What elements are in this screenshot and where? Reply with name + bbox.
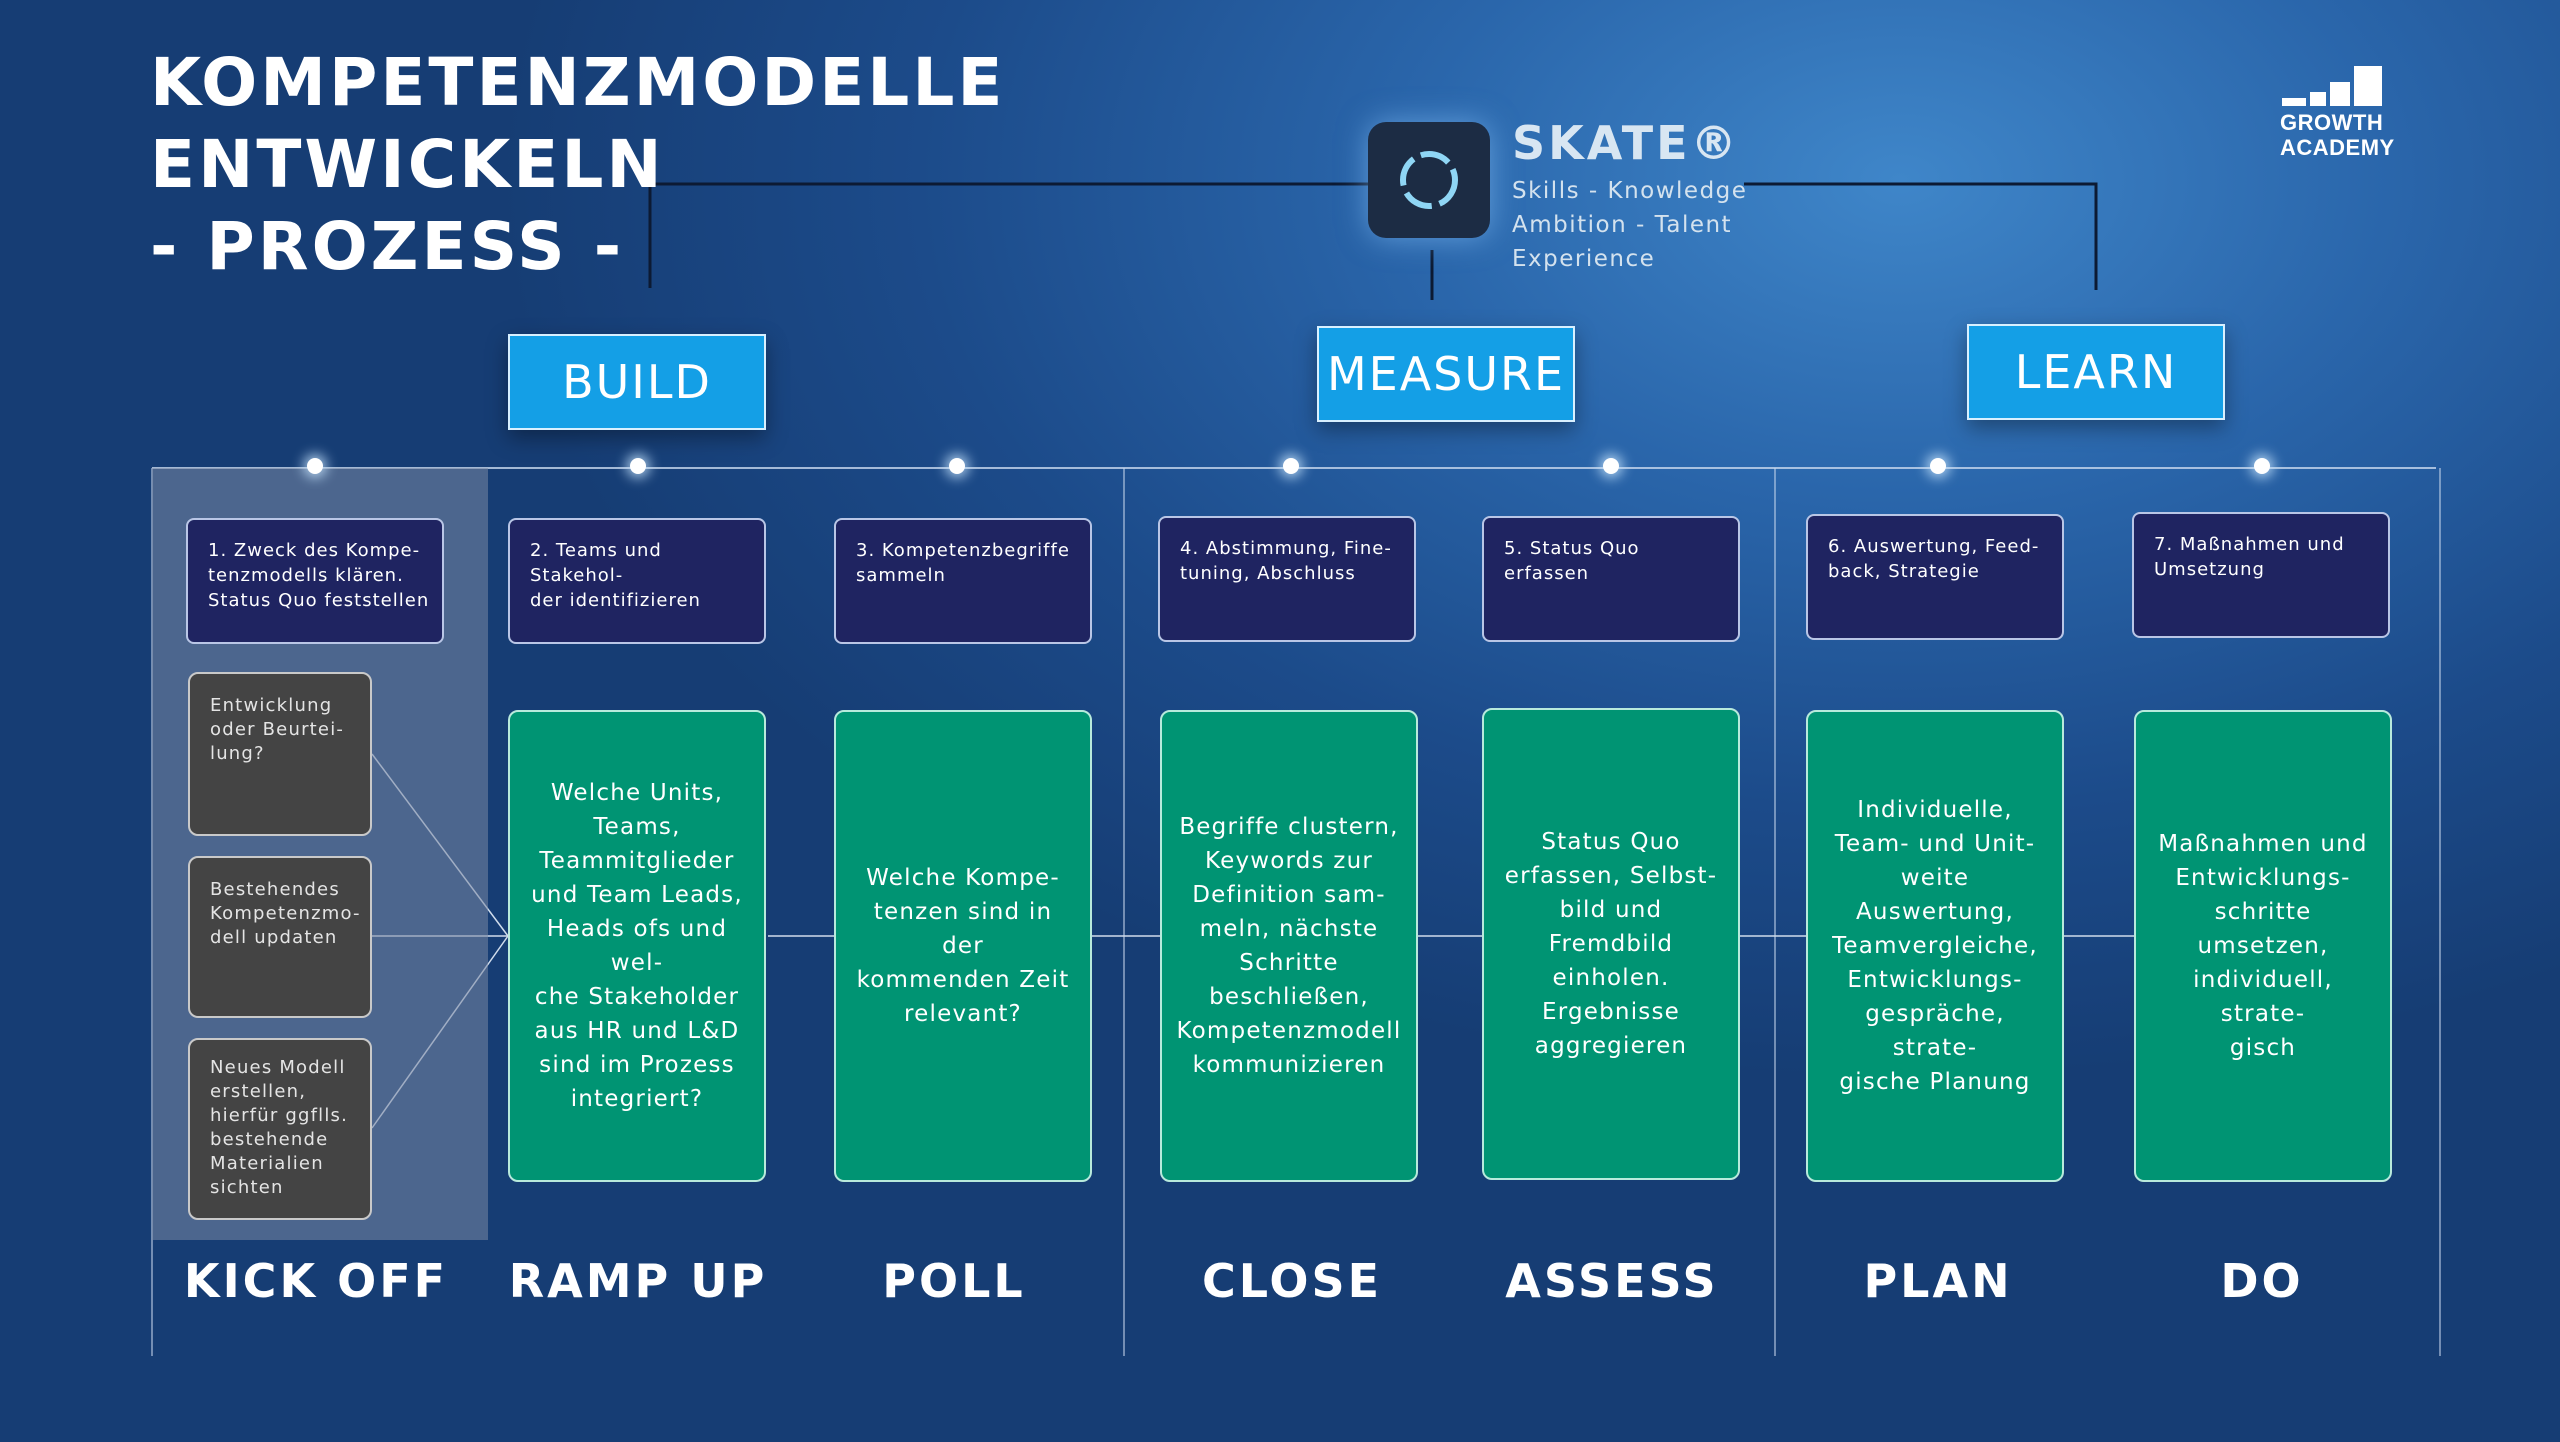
kickoff-option-2: Bestehendes Kompetenzmo- dell updaten — [188, 856, 372, 1018]
skate-app-icon — [1368, 122, 1490, 238]
timeline-dot — [949, 458, 965, 474]
phase-measure: MEASURE — [1317, 326, 1575, 422]
question-box-2: Welche Units, Teams, Teammitglieder und … — [508, 710, 766, 1182]
question-box-4: Begriffe clustern, Keywords zur Definiti… — [1160, 710, 1418, 1182]
step-box-3: 3. Kompetenzbegriffe sammeln — [834, 518, 1092, 644]
skate-name: SKATE® — [1512, 116, 1740, 170]
question-box-3: Welche Kompe- tenzen sind in der kommend… — [834, 710, 1092, 1182]
question-box-6: Individuelle, Team- und Unit- weite Ausw… — [1806, 710, 2064, 1182]
skate-line-2: Ambition - Talent — [1512, 212, 1733, 238]
timeline-dot — [1930, 458, 1946, 474]
timeline-dot — [1603, 458, 1619, 474]
skate-line-3: Experience — [1512, 246, 1656, 272]
stage-label-do: DO — [2220, 1254, 2304, 1308]
stage-label-assess: ASSESS — [1505, 1254, 1719, 1308]
stage-label-poll: POLL — [882, 1254, 1026, 1308]
question-box-7: Maßnahmen und Entwicklungs- schritte ums… — [2134, 710, 2392, 1182]
bar-chart-logo-icon — [2282, 66, 2382, 106]
stage-label-kickoff: KICK OFF — [183, 1254, 449, 1308]
skate-description: Skills - Knowledge Ambition - Talent Exp… — [1512, 174, 1747, 276]
step-box-6: 6. Auswertung, Feed- back, Strategie — [1806, 514, 2064, 640]
logo-line-2: ACADEMY — [2280, 135, 2395, 160]
page-title: KOMPETENZMODELLE ENTWICKELN - PROZESS - — [150, 42, 1005, 288]
stage-label-plan: PLAN — [1863, 1254, 2013, 1308]
step-box-5: 5. Status Quo erfassen — [1482, 516, 1740, 642]
phase-build: BUILD — [508, 334, 766, 430]
timeline-dot — [2254, 458, 2270, 474]
step-box-7: 7. Maßnahmen und Umsetzung — [2132, 512, 2390, 638]
question-box-5: Status Quo erfassen, Selbst- bild und Fr… — [1482, 708, 1740, 1180]
skate-line-1: Skills - Knowledge — [1512, 178, 1748, 204]
step-box-1: 1. Zweck des Kompe- tenzmodells klären. … — [186, 518, 444, 644]
timeline-dot — [307, 458, 323, 474]
phase-learn: LEARN — [1967, 324, 2225, 420]
growth-academy-logo: GROWTH ACADEMY — [2280, 66, 2395, 160]
title-line-1: KOMPETENZMODELLE — [150, 44, 1006, 121]
title-line-3: - PROZESS - — [150, 208, 625, 285]
title-line-2: ENTWICKELN — [150, 126, 665, 203]
timeline-dot — [1283, 458, 1299, 474]
timeline-dot — [630, 458, 646, 474]
kickoff-option-3: Neues Modell erstellen, hierfür ggflls. … — [188, 1038, 372, 1220]
step-box-4: 4. Abstimmung, Fine- tuning, Abschluss — [1158, 516, 1416, 642]
step-box-2: 2. Teams und Stakehol- der identifiziere… — [508, 518, 766, 644]
stage-label-close: CLOSE — [1201, 1254, 1383, 1308]
stage-label-rampup: RAMP UP — [508, 1254, 768, 1308]
kickoff-option-1: Entwicklung oder Beurtei- lung? — [188, 672, 372, 836]
logo-line-1: GROWTH — [2280, 110, 2384, 135]
